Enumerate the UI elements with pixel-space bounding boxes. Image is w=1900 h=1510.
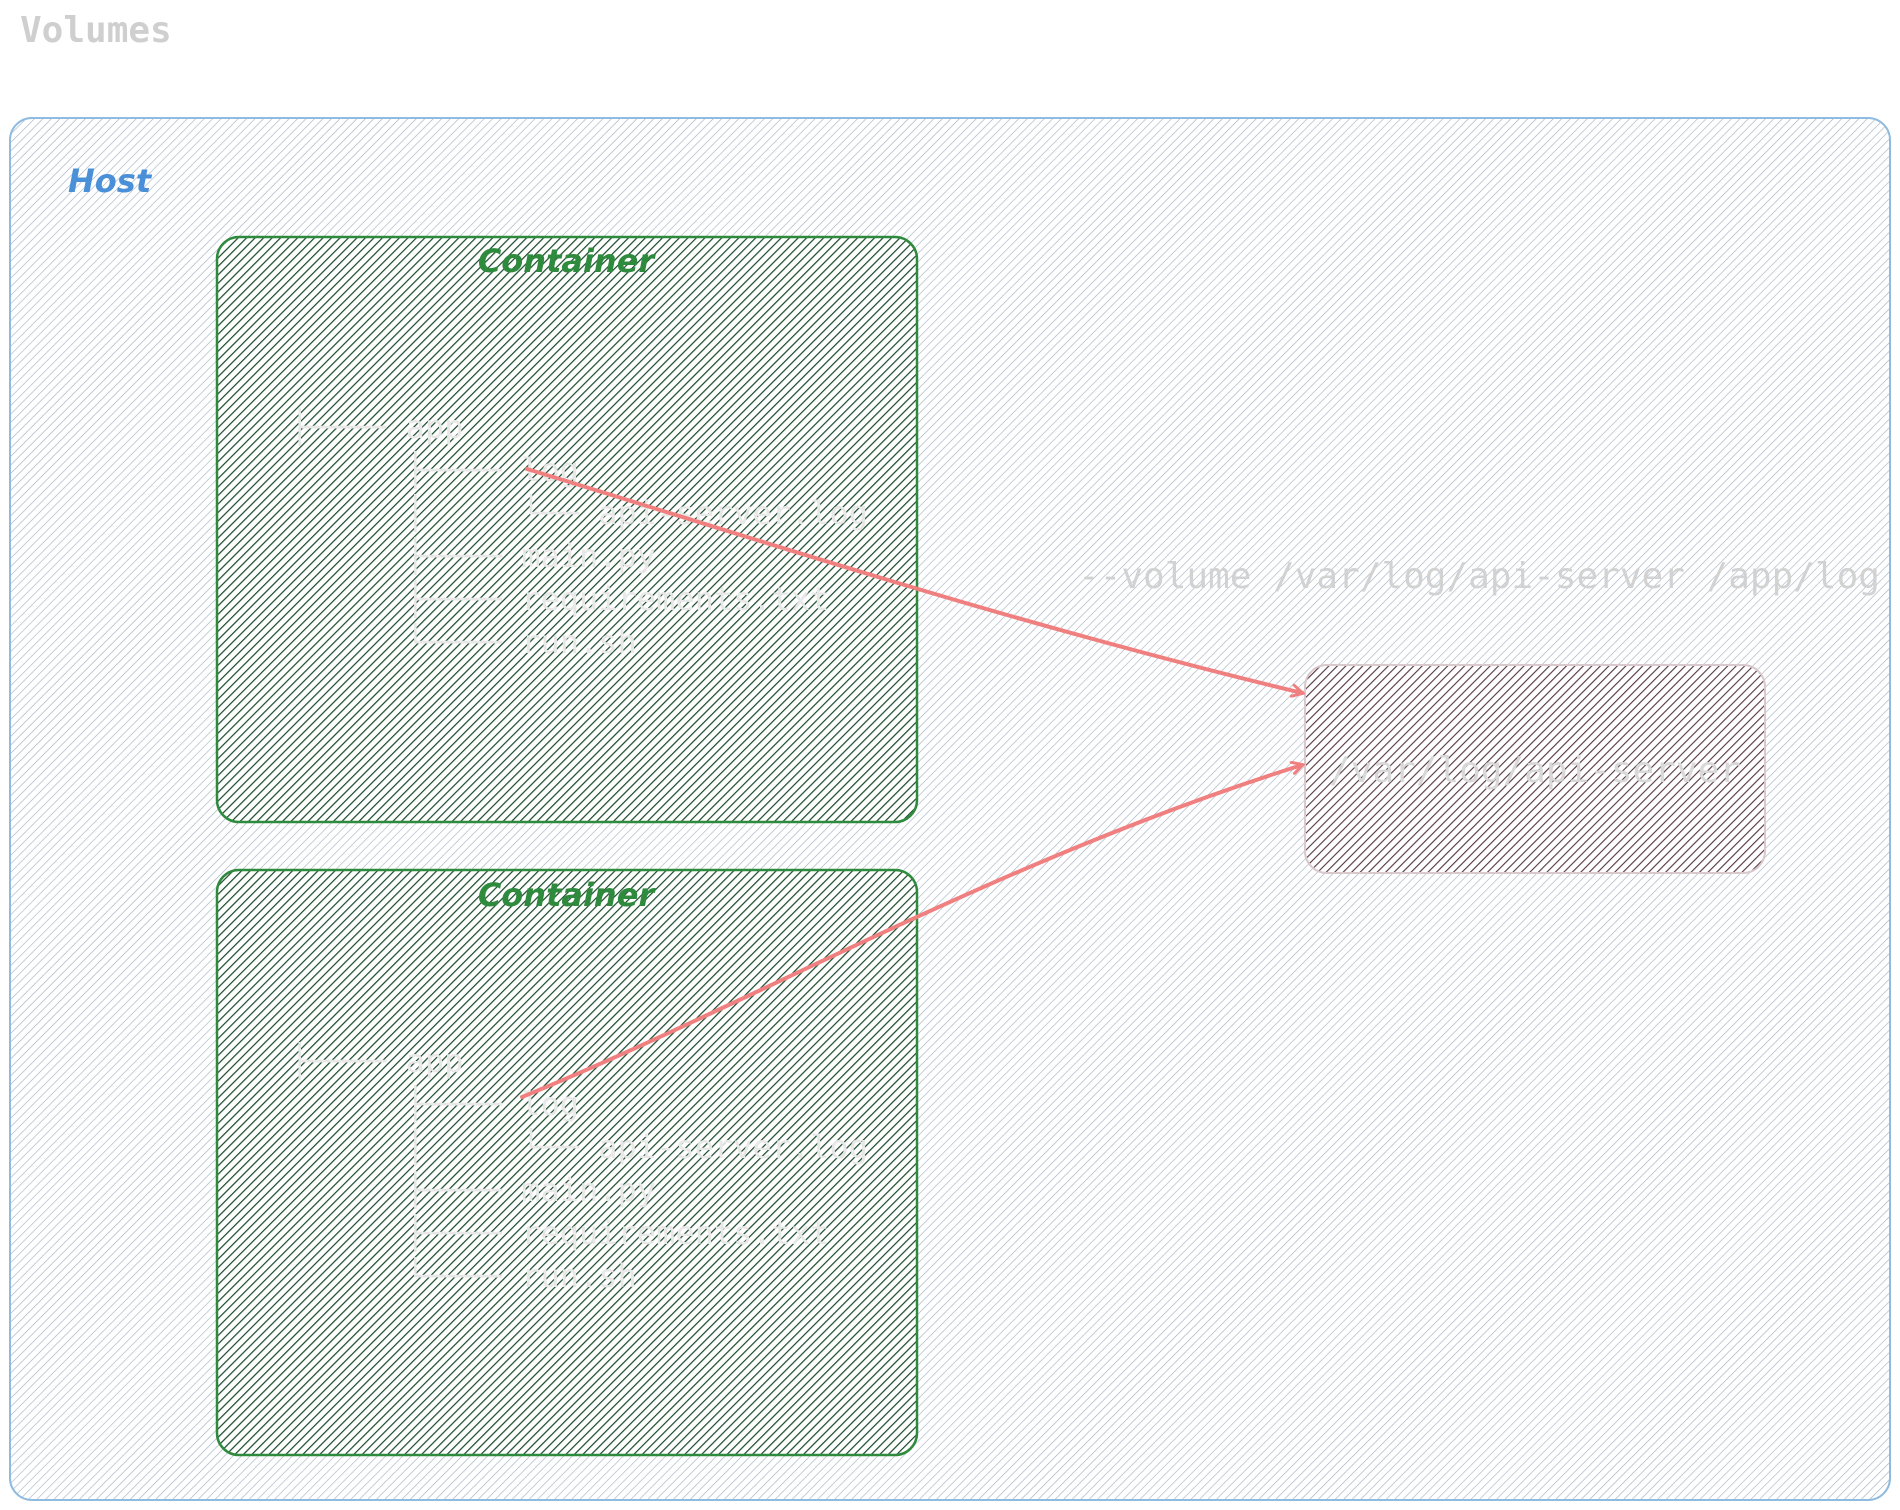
volume-command: --volume /var/log/api-server /app/log (1078, 556, 1880, 597)
tree-line: ├──── app (290, 1041, 463, 1080)
tree-line: ├──── log (290, 1084, 579, 1123)
mount-arrow (525, 467, 1302, 693)
tree-line: ├──── log (290, 450, 579, 489)
host-volume-box: /var/log/api-server (1304, 664, 1766, 874)
tree-line: ├──── requirements.txt (290, 1213, 829, 1252)
host-label: Host (68, 162, 153, 200)
tree-line: └──── run.sh (290, 1256, 637, 1295)
mount-arrow (520, 765, 1302, 1099)
container-box: Container ├──── app ├──── log │ └── api-… (215, 235, 919, 824)
container-box: Container ├──── app ├──── log │ └── api-… (215, 868, 919, 1457)
container-label: Container (478, 876, 657, 914)
tree-line: ├──── main.py (290, 536, 656, 575)
tree-line: ├──── app (290, 407, 463, 446)
page-title: Volumes (20, 10, 172, 51)
tree-line: ├──── main.py (290, 1170, 656, 1209)
file-tree: ├──── app ├──── log │ └── api-server.log… (290, 1041, 868, 1295)
file-tree: ├──── app ├──── log │ └── api-server.log… (290, 407, 868, 661)
tree-line: ├──── requirements.txt (290, 579, 829, 618)
container-box-frame (215, 235, 919, 824)
tree-line: │ └── api-server.log (290, 493, 868, 532)
container-box-frame (215, 868, 919, 1457)
tree-line: └──── run.sh (290, 622, 637, 661)
host-volume-label: /var/log/api-server (1329, 750, 1741, 791)
tree-line: │ └── api-server.log (290, 1127, 868, 1166)
container-label: Container (478, 242, 657, 280)
